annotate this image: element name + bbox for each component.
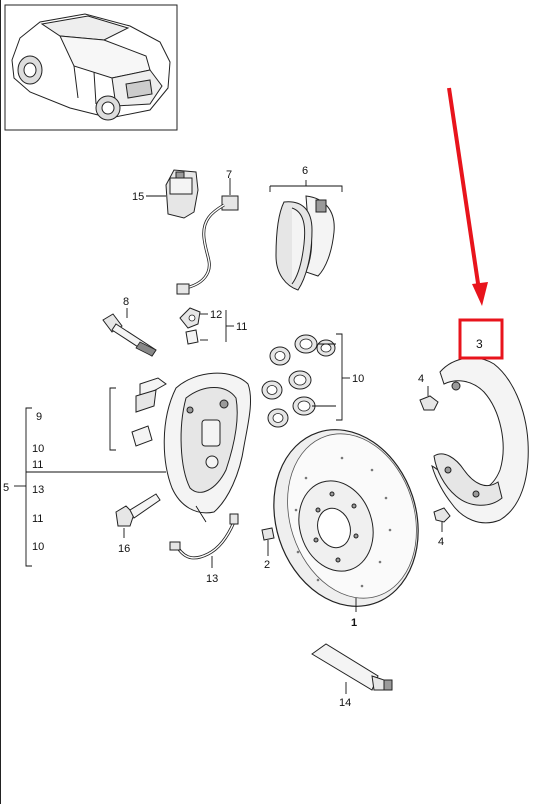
label-15: 15 — [132, 191, 144, 203]
label-1: 1 — [351, 617, 357, 629]
label-10-left-b: 10 — [32, 541, 44, 553]
label-7: 7 — [226, 169, 232, 181]
part-12-bleeder — [179, 307, 234, 345]
label-4-bottom: 4 — [438, 536, 444, 548]
part-8-bolt — [102, 308, 157, 357]
label-4-top: 4 — [418, 373, 424, 385]
label-3: 3 — [476, 337, 483, 351]
highlight-box — [458, 318, 504, 360]
part-13-brake-line — [169, 513, 239, 568]
part-14-grease-tube — [311, 643, 393, 694]
label-10-left-a: 10 — [32, 443, 44, 455]
suv-icon — [11, 13, 171, 121]
part-2-screw — [261, 527, 275, 556]
label-16: 16 — [118, 543, 130, 555]
label-6: 6 — [302, 165, 308, 177]
label-12: 12 — [210, 309, 222, 321]
part-15-wear-indicator — [146, 169, 199, 219]
label-2: 2 — [264, 559, 270, 571]
label-5: 5 — [3, 482, 9, 494]
part-9-pad-clips — [109, 377, 167, 451]
label-10-right: 10 — [352, 373, 364, 385]
label-13-left: 13 — [32, 484, 44, 496]
label-11-top: 11 — [236, 321, 247, 333]
part-16-bolt — [115, 493, 161, 538]
label-14: 14 — [339, 697, 351, 709]
caliper-assembly — [163, 372, 252, 523]
label-9: 9 — [36, 411, 42, 423]
red-arrow-icon — [447, 87, 481, 291]
part-6-brake-pads — [269, 180, 343, 291]
part-4-screws — [419, 386, 451, 532]
label-11-left-a: 11 — [32, 459, 43, 471]
part-7-sensor-wire — [176, 178, 239, 295]
part-1-brake-disc — [273, 429, 419, 612]
highlight-annotation: 3 — [447, 87, 504, 360]
label-13-bottom: 13 — [206, 573, 218, 585]
label-11-left-b: 11 — [32, 513, 43, 525]
label-8: 8 — [123, 296, 129, 308]
part-10-pistons-seals — [261, 333, 350, 428]
vehicle-thumbnail — [4, 4, 178, 131]
part-3-splash-shield — [431, 357, 529, 524]
group-bracket-5 — [14, 407, 166, 567]
red-arrowhead-icon — [472, 282, 488, 306]
